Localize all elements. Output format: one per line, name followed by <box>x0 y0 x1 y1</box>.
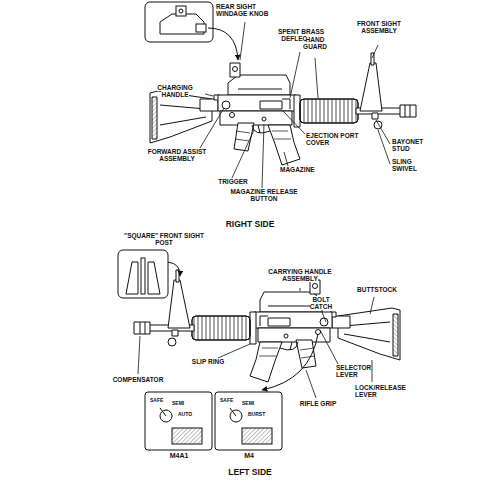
label-text: FRONT SIGHT ASSEMBLY <box>357 20 401 34</box>
label-text: BUTTSTOCK <box>357 286 397 293</box>
part-label: BUTTSTOCK <box>350 286 404 293</box>
selector-mark: SAFE <box>220 398 240 404</box>
label-text: SAFE <box>220 397 233 403</box>
part-label: MAGAZINE RELEASE BUTTON <box>230 188 298 202</box>
label-text: M4A1 <box>170 452 189 459</box>
label-text: LOCK/RELEASE LEVER <box>355 384 406 398</box>
label-text: BOLT CATCH <box>310 296 332 310</box>
label-text: RIFLE GRIP <box>300 400 336 407</box>
part-label: SLING SWIVEL <box>392 158 432 172</box>
label-text: COMPENSATOR <box>113 376 164 383</box>
label-text: RIGHT SIDE <box>226 219 275 229</box>
label-text: BURST <box>248 411 265 417</box>
part-label: EJECTION PORT COVER <box>306 132 360 146</box>
part-label: BAYONET STUD <box>392 138 432 152</box>
label-text: SAFE <box>150 397 163 403</box>
selector-mark: SAFE <box>150 398 170 404</box>
label-text: SLIP RING <box>192 358 224 365</box>
selector-mark: SEMI <box>242 401 262 407</box>
label-text: SEMI <box>172 400 184 406</box>
part-label: RIFLE GRIP <box>298 400 338 407</box>
label-text: MAGAZINE <box>280 166 315 173</box>
label-text: SLING SWIVEL <box>392 158 417 172</box>
part-label: SELECTOR LEVER <box>336 364 380 378</box>
part-label: FORWARD ASSIST ASSEMBLY <box>144 148 210 162</box>
part-label: LOCK/RELEASE LEVER <box>355 384 413 398</box>
selector-mark: SEMI <box>172 401 192 407</box>
label-text: REAR SIGHT WINDAGE KNOB <box>216 3 268 17</box>
part-label: COMPENSATOR <box>106 376 170 383</box>
label-text: LEFT SIDE <box>228 467 271 477</box>
model-label: M4 <box>226 452 272 460</box>
part-label: HAND GUARD <box>298 36 332 50</box>
model-label: M4A1 <box>156 452 202 460</box>
part-label: FRONT SIGHT ASSEMBLY <box>348 20 410 34</box>
part-label: "SQUARE" FRONT SIGHT POST <box>124 232 204 246</box>
part-label: CHARGING HANDLE <box>146 84 204 98</box>
selector-mark: BURST <box>248 412 276 418</box>
label-text: CARRYING HANDLE ASSEMBLY <box>268 268 331 282</box>
part-label: SLIP RING <box>186 358 230 365</box>
part-label: TRIGGER <box>212 178 254 185</box>
part-label: MAGAZINE <box>280 166 326 173</box>
label-text: SEMI <box>242 400 254 406</box>
label-text: EJECTION PORT COVER <box>306 132 358 146</box>
label-text: TRIGGER <box>218 178 248 185</box>
part-label: REAR SIGHT WINDAGE KNOB <box>216 3 280 17</box>
label-text: CHARGING HANDLE <box>157 84 192 98</box>
label-text: M4 <box>244 452 254 459</box>
label-text: "SQUARE" FRONT SIGHT POST <box>124 232 204 246</box>
label-text: HAND GUARD <box>303 36 327 50</box>
label-text: FORWARD ASSIST ASSEMBLY <box>148 148 207 162</box>
view-title: LEFT SIDE <box>205 468 295 477</box>
part-label: BOLT CATCH <box>304 296 338 310</box>
label-text: SELECTOR LEVER <box>336 364 371 378</box>
selector-mark: AUTO <box>178 412 200 418</box>
label-text: MAGAZINE RELEASE BUTTON <box>230 188 297 202</box>
view-title: RIGHT SIDE <box>205 220 295 229</box>
label-text: BAYONET STUD <box>392 138 423 152</box>
label-text: AUTO <box>178 411 192 417</box>
part-label: CARRYING HANDLE ASSEMBLY <box>262 268 338 282</box>
